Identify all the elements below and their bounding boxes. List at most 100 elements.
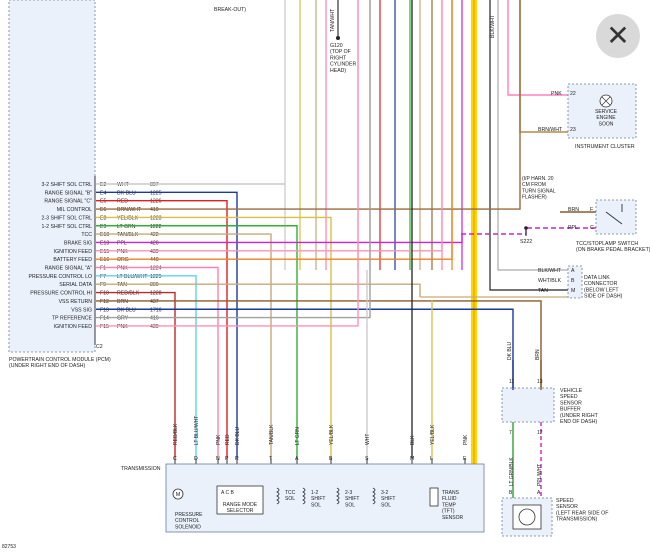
pcm-pin-wire-color: BRN xyxy=(117,299,128,305)
pcm-pin-function: RANGE SIGNAL "C" xyxy=(44,199,92,205)
pcm-pin-function: 3-2 SHIFT SOL CTRL xyxy=(42,182,93,188)
pcm-pin-circuit: 422 xyxy=(150,232,159,238)
pcm-pin-function: PRESSURE CONTROL LO xyxy=(28,274,92,280)
pcm-pin-circuit: 440 xyxy=(150,257,159,263)
close-button[interactable]: ✕ xyxy=(596,14,640,58)
pcm-wire xyxy=(96,266,219,458)
cluster-brnwht-label: BRN/WHT xyxy=(538,127,563,133)
pcm-pin-wire-color: WHT xyxy=(117,182,130,188)
pressure-control-solenoid-label: PRESSURE xyxy=(175,512,203,518)
pcm-pin-number: F13 xyxy=(100,307,109,313)
pcm-pin-function: 2-3 SHIFT SOL CTRL xyxy=(42,215,93,221)
tft-sensor-label: SENSOR xyxy=(442,515,464,521)
speed-sensor-caption: SENSOR xyxy=(556,504,578,510)
pcm-pin-function: TCC xyxy=(81,232,92,238)
pcm-pin-wire-color: PNK xyxy=(117,324,128,330)
pcm-wire xyxy=(96,225,298,458)
pcm-pin-wire-color: LT BLU/WHT xyxy=(117,274,148,280)
speed-sensor-caption: SPEED xyxy=(556,498,574,504)
tft-sensor-label: TRANS xyxy=(442,490,460,496)
warning-lamp-icon xyxy=(601,96,611,106)
pcm-pin-number: E13 xyxy=(100,240,109,246)
label-breakout: BREAK-OUT) xyxy=(214,7,246,13)
vss-pin: 12 xyxy=(537,430,543,436)
wire xyxy=(489,0,568,291)
pcm-pin-number: E9 xyxy=(100,224,106,230)
rms-pins: A C B xyxy=(221,490,234,496)
tcc-note: (I/P HARN. 20 xyxy=(522,176,554,182)
pcm-pin-circuit: 1226 xyxy=(150,199,162,205)
s32-sol-label: 3-2 xyxy=(381,490,388,496)
tcc-sol-label: SOL xyxy=(285,496,295,502)
dlc-caption: CONNECTOR xyxy=(584,281,618,287)
pcm-pin-function: PRESSURE CONTROL HI xyxy=(30,291,92,297)
cluster-pin: 22 xyxy=(570,91,576,97)
vss-pin: 13 xyxy=(537,379,543,385)
lamp-label: ENGINE xyxy=(596,115,616,121)
pcm-wire xyxy=(96,0,521,210)
pcm-pin-circuit: 1223 xyxy=(150,215,162,221)
pcm-pin-number: E8 xyxy=(100,215,106,221)
pcm-pin-circuit: 800 xyxy=(150,282,159,288)
g120-caption: (TOP OF xyxy=(330,49,351,55)
tcc-note: FLASHER) xyxy=(522,195,547,201)
figure-id: 82753 xyxy=(2,544,16,550)
speed-sensor-icon xyxy=(518,508,536,526)
motor-icon: M xyxy=(176,492,181,498)
pcm-pin-wire-color: TAN xyxy=(117,282,127,288)
pcm-pin-wire-color: YEL/BLK xyxy=(117,215,139,221)
tft-sensor-icon xyxy=(429,487,439,507)
cluster-pin: 23 xyxy=(570,127,576,133)
cluster-pnk-label: PNK xyxy=(551,91,562,97)
pcm-pin-number: F1 xyxy=(100,266,106,272)
trans-wire-color: BLK xyxy=(410,435,416,445)
pcm-pin-circuit: 1229 xyxy=(150,274,162,280)
pcm-wire xyxy=(96,0,443,252)
pcm-pin-number: E15 xyxy=(100,249,109,255)
trans-wire-color: LT BLU/WHT xyxy=(194,416,200,445)
vss-wire-label: DK BLU xyxy=(507,342,513,360)
vss-pin: 7 xyxy=(509,430,512,436)
trans-wire-color: TAN/BLK xyxy=(269,424,275,445)
pcm-pin-circuit: 419 xyxy=(150,207,159,213)
instrument-cluster-caption: INSTRUMENT CLUSTER xyxy=(575,144,635,150)
pcm-pin-number: F12 xyxy=(100,299,109,305)
pcm-pin-wire-color: PNK xyxy=(117,249,128,255)
tcc-note: TURN SIGNAL xyxy=(522,188,556,194)
tcc-sol-label: TCC xyxy=(285,490,296,496)
pcm-caption: (UNDER RIGHT END OF DASH) xyxy=(9,363,86,369)
pcm-pin-function: MIL CONTROL xyxy=(57,207,92,213)
dlc-wire-color: WHT/BLK xyxy=(538,278,562,284)
pcm-pin-function: VSS SIG xyxy=(71,307,92,313)
pcm-pin-function: IGNITION FEED xyxy=(54,324,93,330)
speed-sensor-caption: TRANSMISSION) xyxy=(556,517,597,523)
dlc-pin: M xyxy=(571,288,575,294)
pcm-pin-wire-color: DK BLU xyxy=(117,190,136,196)
vss-buffer-box xyxy=(501,387,555,423)
splice-s222 xyxy=(524,226,528,230)
pcm-pin-wire-color: PNK xyxy=(117,266,128,272)
pressure-control-solenoid-label: CONTROL xyxy=(175,518,200,524)
pcm-pin-wire-color: LT GRN xyxy=(117,224,136,230)
tcc-caption: TCC/STOPLAMP SWITCH xyxy=(576,241,638,247)
tft-sensor-label: FLUID xyxy=(442,496,457,502)
wire xyxy=(497,0,568,271)
trans-wire-color: RED xyxy=(225,434,231,445)
switch-icon xyxy=(605,204,623,225)
tcc-brn-label: BRN xyxy=(568,207,579,213)
s23-sol-label: 2-3 xyxy=(345,490,352,496)
pcm-wire xyxy=(96,291,176,458)
wire xyxy=(519,0,570,133)
pcm-wire xyxy=(96,0,371,319)
g120-caption: HEAD) xyxy=(330,68,346,74)
pcm-wire xyxy=(96,283,421,297)
pcm-pin-function: TP REFERENCE xyxy=(52,316,93,322)
pcm-wire xyxy=(96,0,453,260)
pcm-pin-number: E4 xyxy=(100,190,106,196)
pcm-pin-circuit: 420 xyxy=(150,240,159,246)
pcm-wire xyxy=(96,275,197,458)
pcm-pin-circuit: 1228 xyxy=(150,291,162,297)
trans-wire-color: WHT xyxy=(365,434,371,445)
vss-caption: BUFFER xyxy=(560,407,581,413)
dlc-caption: DATA LINK xyxy=(584,275,610,281)
